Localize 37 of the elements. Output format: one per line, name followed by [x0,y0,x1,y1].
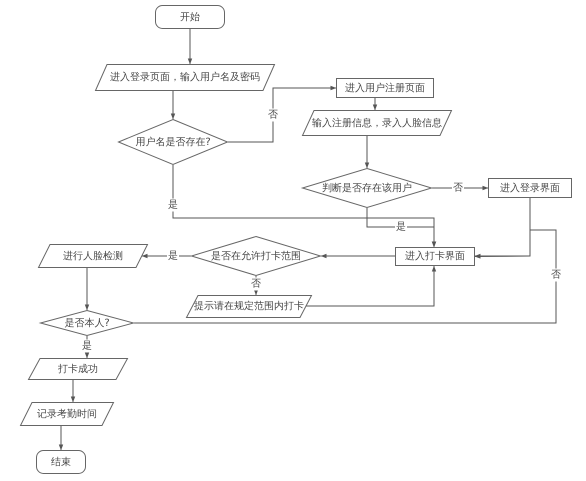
decision-diamond: 判断是否存在该用户 [302,168,432,208]
edge-label: 是 [81,340,93,352]
terminal-box: 开始 [155,5,225,29]
connector-arrow [134,230,556,324]
connector-arrow [372,98,378,110]
connector-arrow [170,90,176,120]
connector-arrow [474,198,530,258]
connector-arrow [84,268,90,310]
io-parallelogram: 记录考勤时间 [20,402,114,426]
connector-arrow [306,266,436,306]
process-box: 进入登录界面 [488,178,572,198]
io-parallelogram: 进入登录页面，输入用户名及密码 [95,64,275,91]
connector-arrow [172,164,436,248]
edge-label: 是 [167,250,179,262]
io-parallelogram: 进行人脸检测 [38,244,148,268]
edge-label: 否 [267,108,279,122]
connector-arrow [142,254,192,258]
connector-arrow [320,254,396,258]
terminal-box: 结束 [36,450,86,474]
process-box: 进入打卡界面 [395,247,475,266]
process-box: 进入用户注册页面 [336,78,434,98]
decision-diamond: 用户名是否存在? [118,119,228,165]
io-parallelogram: 打卡成功 [28,358,128,380]
connector-arrow [228,86,336,142]
decision-diamond: 是否在允许打卡范围 [191,236,321,276]
edge-label: 否 [550,268,562,282]
edge-label: 是 [167,198,179,212]
decision-diamond: 是否本人? [40,310,134,336]
connector-arrow [58,426,64,450]
connector-arrow [70,380,76,402]
connector-arrow [188,28,192,64]
connector-arrow [364,136,370,168]
edge-label: 否 [250,278,262,290]
edge-label: 是 [395,220,407,234]
io-parallelogram: 提示请在规定范围内打卡 [186,295,312,318]
io-parallelogram: 输入注册信息，录入人脸信息 [302,110,452,136]
edge-label: 否 [452,182,464,194]
